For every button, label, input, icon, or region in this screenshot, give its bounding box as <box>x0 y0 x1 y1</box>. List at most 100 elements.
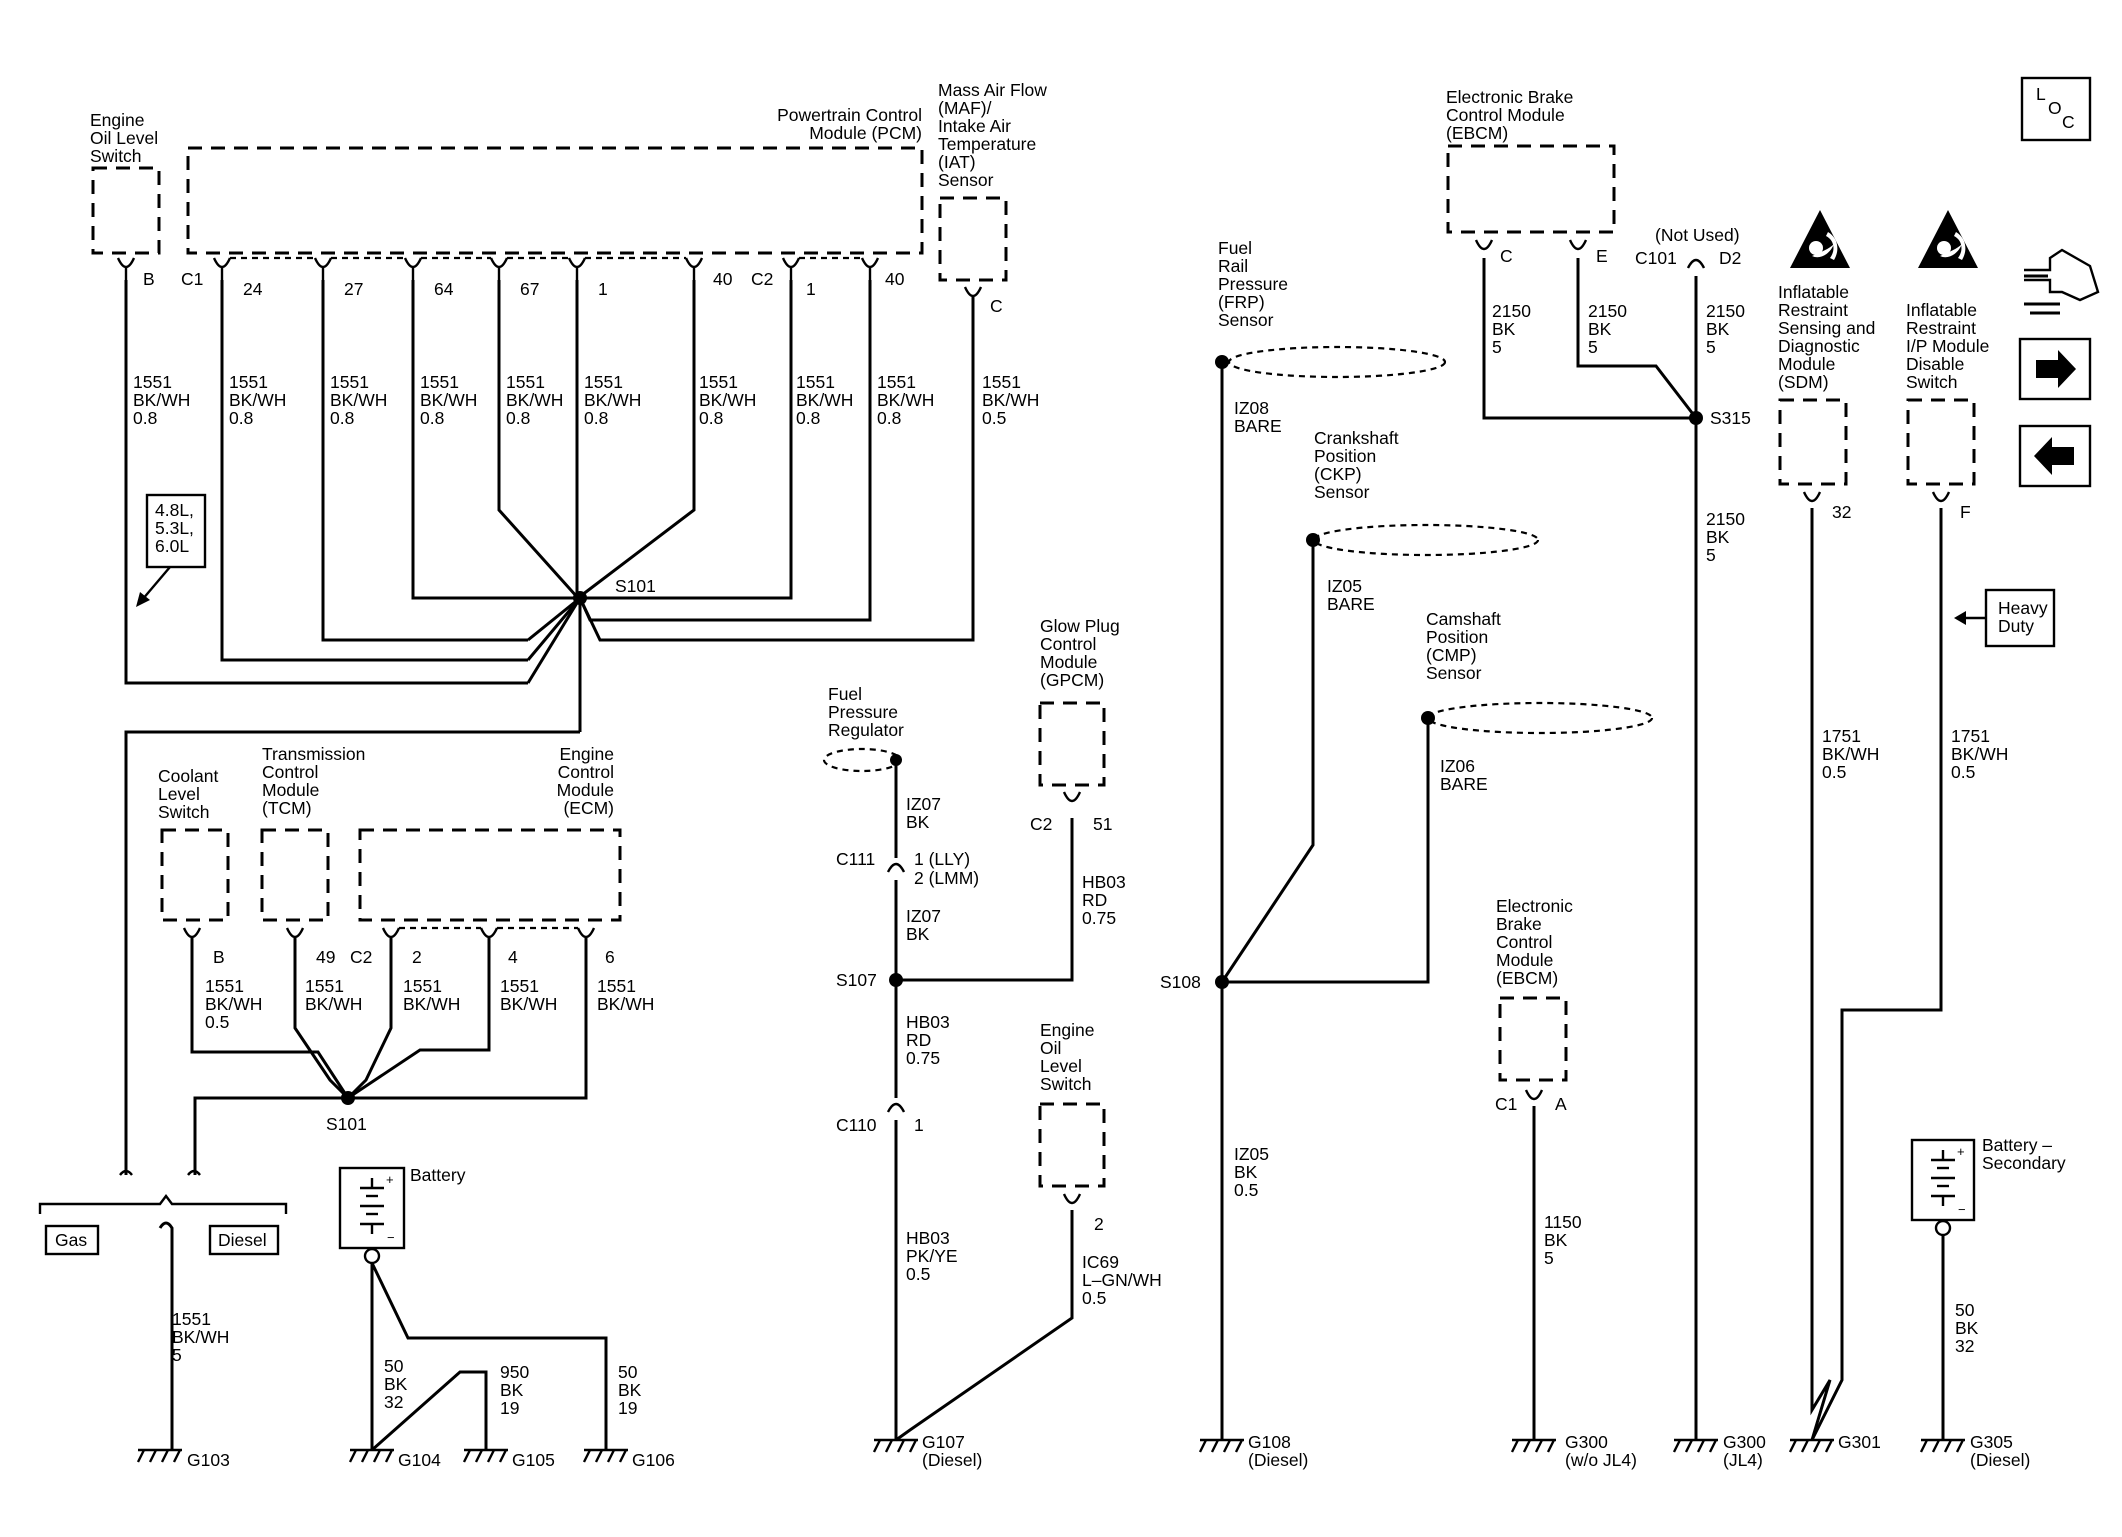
engine-note: 4.8L, <box>155 500 194 520</box>
ground-label: G105 <box>512 1450 555 1470</box>
cmp-label: Sensor <box>1426 663 1482 683</box>
ipm-label: I/P Module <box>1906 336 1989 356</box>
sensors-section: Fuel Rail Pressure (FRP) Sensor IZ08 BAR… <box>1160 238 1654 1470</box>
wire-label: BK <box>1588 319 1612 339</box>
wire-label: 0.5 <box>1234 1180 1258 1200</box>
ckp-label: Crankshaft <box>1314 428 1399 448</box>
pcm-label-2: Module (PCM) <box>809 123 922 143</box>
ground-sublabel: (w/o JL4) <box>1565 1450 1637 1470</box>
heavy-duty-note: Duty <box>1998 616 2034 636</box>
wire-label: BK/WH <box>982 390 1039 410</box>
restraint-section: Inflatable Restraint Sensing and Diagnos… <box>1778 210 2066 1470</box>
frp-label: Fuel <box>1218 238 1252 258</box>
wire-label: 19 <box>618 1398 637 1418</box>
wire-label: 1751 <box>1822 726 1861 746</box>
pin-label: 1 <box>914 1115 924 1135</box>
wire-label: L–GN/WH <box>1082 1270 1162 1290</box>
wire-label: BK/WH <box>305 994 362 1014</box>
sdm-label: Module <box>1778 354 1835 374</box>
airbag-warning-icon <box>1790 210 1850 268</box>
ground-label: G300 <box>1723 1432 1766 1452</box>
location-icon[interactable]: L O C <box>2020 76 2092 142</box>
eols-mid-label: Switch <box>1040 1074 1092 1094</box>
wire-label: BK/WH <box>1822 744 1879 764</box>
wire-label: 0.75 <box>1082 908 1116 928</box>
wire-label: 0.5 <box>205 1012 229 1032</box>
wire-label: BARE <box>1234 416 1282 436</box>
wire-label: BK <box>1234 1162 1258 1182</box>
ecm-label: Engine <box>560 744 615 764</box>
ebcm-section: Electronic Brake Control Module (EBCM) C… <box>1446 87 1766 1470</box>
battery-label: Battery <box>410 1165 466 1185</box>
wire-label: 0.8 <box>584 408 608 428</box>
wire-label: 0.5 <box>1082 1288 1106 1308</box>
battery-secondary-label: Secondary <box>1982 1153 2066 1173</box>
pin-label: 27 <box>344 279 363 299</box>
minus-sign: − <box>387 1230 395 1245</box>
ckp-label: Position <box>1314 446 1376 466</box>
coolant-label: Switch <box>158 802 210 822</box>
pin-label: C <box>990 296 1003 316</box>
pcm-section: Powertrain Control Module (PCM) Engine O… <box>90 80 1047 1175</box>
wire-label: 5 <box>1588 337 1598 357</box>
cmp-label: Camshaft <box>1426 609 1501 629</box>
connector-label: C2 <box>350 947 372 967</box>
wire-label: 1551 <box>229 372 268 392</box>
wire-label: IZ07 <box>906 794 941 814</box>
pin-label: 40 <box>885 269 905 289</box>
connector-label: C2 <box>751 269 773 289</box>
pin-label: 1 (LLY) <box>914 849 970 869</box>
splice-label: S315 <box>1710 408 1751 428</box>
eols-mid-label: Level <box>1040 1056 1082 1076</box>
arrow-right-icon[interactable] <box>2018 337 2092 401</box>
ground-label: G106 <box>632 1450 675 1470</box>
frp-label: (FRP) <box>1218 292 1265 312</box>
lower-left-section: Coolant Level Switch Transmission Contro… <box>38 744 675 1470</box>
maf-label: (IAT) <box>938 152 976 172</box>
gpcm-label: Control <box>1040 634 1096 654</box>
ipm-label: Switch <box>1906 372 1958 392</box>
ebcm-label: (EBCM) <box>1496 968 1558 988</box>
wire-label: BK <box>1706 319 1730 339</box>
sdm-label: Restraint <box>1778 300 1848 320</box>
wire-label: 0.8 <box>796 408 820 428</box>
pin-label: E <box>1596 246 1608 266</box>
wire-label: 1551 <box>500 976 539 996</box>
harness-connector-icon[interactable] <box>2024 248 2100 315</box>
tcm-label: Module <box>262 780 319 800</box>
wire-label: BARE <box>1440 774 1488 794</box>
wire-label: 0.8 <box>506 408 530 428</box>
wire-label: BK <box>906 812 930 832</box>
wire-label: 1551 <box>420 372 459 392</box>
pin-label: 24 <box>243 279 263 299</box>
frp-label: Sensor <box>1218 310 1274 330</box>
minus-sign: − <box>1958 1202 1966 1217</box>
wire-label: BK <box>906 924 930 944</box>
wire-label: 1751 <box>1951 726 1990 746</box>
wire-label: 19 <box>500 1398 519 1418</box>
wire-label: BK/WH <box>597 994 654 1014</box>
arrow-left-icon[interactable] <box>2018 424 2092 488</box>
ecm-label: (ECM) <box>563 798 614 818</box>
wire-label: BARE <box>1327 594 1375 614</box>
wire-label: BK/WH <box>500 994 557 1014</box>
fpr-label: Pressure <box>828 702 898 722</box>
splice-label: S108 <box>1160 972 1201 992</box>
wire-label: 2150 <box>1492 301 1531 321</box>
gpcm-label: (GPCM) <box>1040 670 1104 690</box>
ground-sublabel: (Diesel) <box>1248 1450 1308 1470</box>
gpcm-label: Module <box>1040 652 1097 672</box>
engine-note: 5.3L, <box>155 518 194 538</box>
wire-label: BK/WH <box>172 1327 229 1347</box>
wire-label: BK <box>1706 527 1730 547</box>
wire-label: 0.5 <box>906 1264 930 1284</box>
wire-label: 950 <box>500 1362 529 1382</box>
splice-label: S101 <box>326 1114 367 1134</box>
wire-label: 1551 <box>133 372 172 392</box>
coolant-label: Level <box>158 784 200 804</box>
ground-label: G104 <box>398 1450 441 1470</box>
wire-label: 0.5 <box>982 408 1006 428</box>
maf-label: Temperature <box>938 134 1036 154</box>
wire-label: 32 <box>384 1392 403 1412</box>
tcm-label: Transmission <box>262 744 365 764</box>
